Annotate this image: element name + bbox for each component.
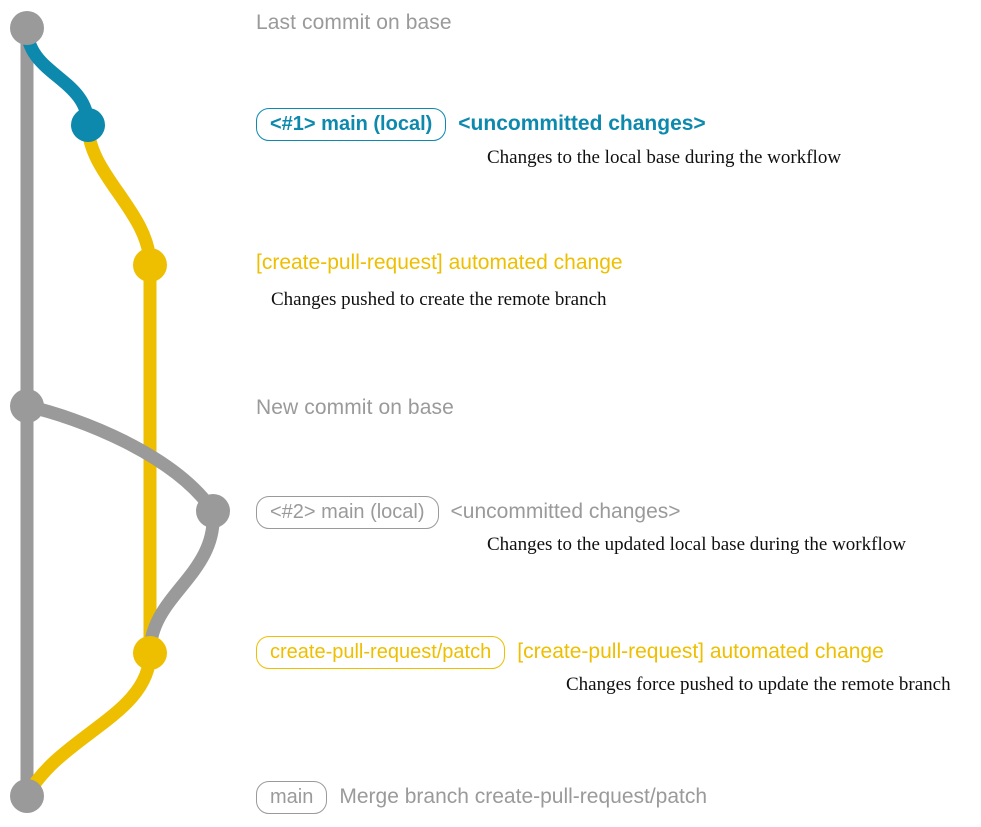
commit-description-local-1: Changes to the local base during the wor…: [487, 147, 842, 168]
commit-row-local-1: <#1> main (local) <uncommitted changes>: [256, 108, 706, 141]
commit-description-automated-create: Changes pushed to create the remote bran…: [271, 289, 607, 310]
edge-local-to-patch: [81, 118, 157, 272]
ref-chip-create-pull-request-patch[interactable]: create-pull-request/patch: [256, 636, 506, 669]
commit-row-new-commit-on-base: New commit on base: [256, 396, 454, 420]
edge-updated-to-patch: [143, 504, 220, 660]
commit-subject: [create-pull-request] automated change: [517, 640, 884, 663]
commit-row-last-commit-on-base: Last commit on base: [256, 11, 452, 35]
commit-node-local-2[interactable]: [196, 494, 230, 528]
commit-subject: [create-pull-request] automated change: [256, 251, 623, 274]
commit-node-last-commit-on-base[interactable]: [10, 11, 44, 45]
commit-row-local-2: <#2> main (local) <uncommitted changes>: [256, 496, 681, 529]
commit-subject: <uncommitted changes>: [458, 112, 706, 135]
commit-description-automated-update: Changes force pushed to update the remot…: [566, 674, 951, 695]
edge-newbase-to-updated: [20, 399, 220, 518]
commit-node-local-1[interactable]: [71, 108, 105, 142]
ref-chip-local-1[interactable]: <#1> main (local): [256, 108, 447, 141]
commit-row-automated-update: create-pull-request/patch [create-pull-r…: [256, 636, 884, 669]
edge-base-to-local: [20, 21, 95, 132]
commit-node-automated-update[interactable]: [133, 636, 167, 670]
commit-row-merge: main Merge branch create-pull-request/pa…: [256, 781, 707, 814]
commit-node-new-commit-on-base[interactable]: [10, 389, 44, 423]
ref-chip-local-2[interactable]: <#2> main (local): [256, 496, 439, 529]
commit-subject: New commit on base: [256, 396, 454, 419]
edge-patch-to-main: [20, 646, 157, 803]
commit-subject: <uncommitted changes>: [450, 500, 681, 523]
commit-node-merge[interactable]: [10, 779, 44, 813]
commit-row-automated-create: [create-pull-request] automated change: [256, 252, 623, 274]
commit-description-local-2: Changes to the updated local base during…: [487, 534, 906, 555]
commit-node-automated-create[interactable]: [133, 248, 167, 282]
ref-chip-main[interactable]: main: [256, 781, 328, 814]
commit-subject: Merge branch create-pull-request/patch: [339, 785, 708, 808]
commit-subject: Last commit on base: [256, 11, 452, 34]
